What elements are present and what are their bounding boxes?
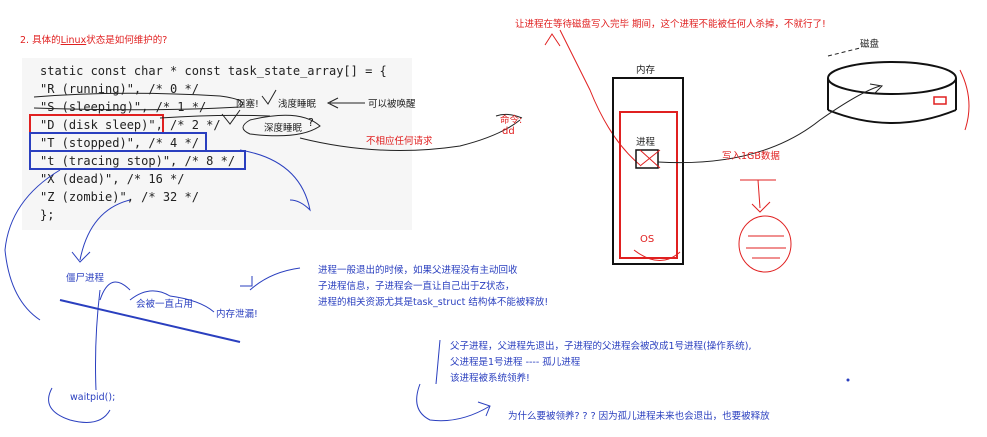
stopped-highlight-box <box>30 133 206 151</box>
always-occupied-label: 会被一直占用 <box>136 296 193 310</box>
can-wake-label: 可以被唤醒 <box>368 96 416 110</box>
top-note: 让进程在等待磁盘写入完毕 期间，这个进程不能被任何人杀掉，不就行了! <box>515 16 826 30</box>
write-1gb-label: 写入1GB数据 <box>722 148 780 162</box>
disk-sleep-stroke <box>160 115 270 118</box>
zombie-process-label: 僵尸进程 <box>66 270 104 284</box>
orphan-explain-line-3: 该进程被系统领养! <box>450 370 530 384</box>
tracing-stop-highlight-box <box>30 151 245 169</box>
command-dd: dd <box>502 126 515 137</box>
red-head-sketch <box>739 216 791 272</box>
command-label: 命令: <box>500 112 522 126</box>
orphan-explain-line-2: 父进程是1号进程 ---- 孤儿进程 <box>450 354 580 368</box>
top-note-arrow <box>560 30 640 165</box>
orphan-explain-line-1: 父子进程，父进程先退出，子进程的父进程会被改成1号进程(操作系统), <box>450 338 751 352</box>
disk-cylinder-top <box>828 62 956 94</box>
memory-label: 内存 <box>636 62 655 76</box>
process-box <box>636 150 658 168</box>
sleeping-underline-stroke <box>34 93 243 110</box>
os-label: OS <box>640 234 654 245</box>
deep-sleep-label: 深度睡眠 <box>264 120 302 134</box>
why-adopt-label: 为什么要被领养? ? ? 因为孤儿进程未来也会退出，也要被释放 <box>508 408 770 422</box>
memory-leak-label: 内存泄漏! <box>216 306 258 320</box>
zombie-explain-line-1: 进程一般退出的时候，如果父进程没有主动回收 <box>318 262 518 276</box>
process-label: 进程 <box>636 134 655 148</box>
question-mark-label: ? <box>308 116 314 129</box>
waitpid-label: waitpid(); <box>70 392 115 403</box>
disk-block-marker <box>934 97 946 104</box>
disk-sleep-highlight-box <box>30 115 163 133</box>
disk-label: 磁盘 <box>860 36 879 50</box>
cross-mark <box>222 110 240 124</box>
zombie-explain-line-2: 子进程信息，子进程会一直让自己出于Z状态， <box>318 278 515 292</box>
blocked-label: 阻塞! <box>236 96 259 110</box>
light-sleep-label: 浅度睡眠 <box>278 96 316 110</box>
no-response-label: 不相应任何请求 <box>366 133 433 147</box>
disk-cylinder-bottom <box>828 110 956 123</box>
zombie-explain-line-3: 进程的相关资源尤其是task_struct 结构体不能被释放! <box>318 294 548 308</box>
